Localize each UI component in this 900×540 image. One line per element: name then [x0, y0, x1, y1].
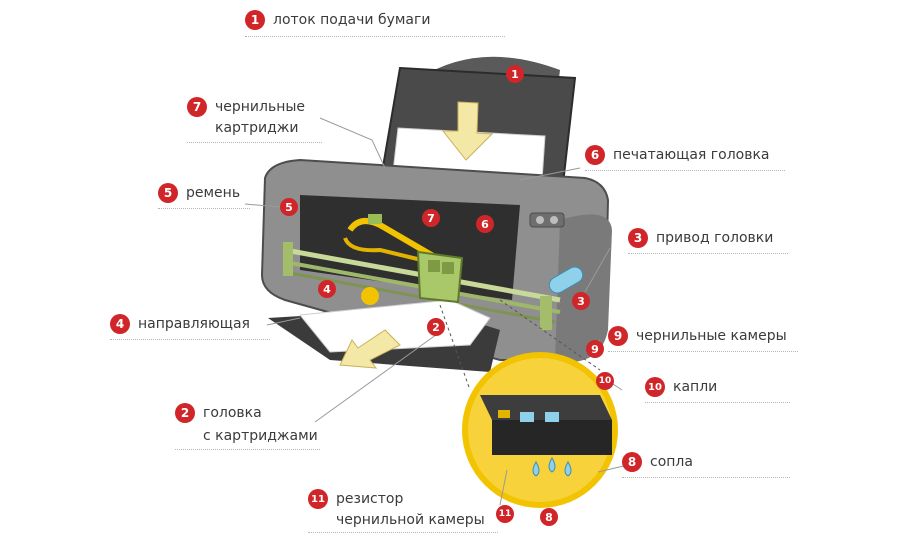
- printer-side: [555, 214, 612, 362]
- label-number: 6: [585, 145, 605, 165]
- head-drive: [548, 266, 584, 294]
- label-number: 5: [158, 183, 178, 203]
- label-text: чернильные: [215, 99, 306, 115]
- label-resistor-line2: чернильной камеры: [336, 512, 485, 528]
- label-text: направляющая: [138, 316, 250, 332]
- label-print-head: 6 печатающая головка: [585, 142, 770, 168]
- marker-2: 2: [427, 318, 445, 336]
- underline: [622, 477, 790, 478]
- label-text: резистор: [336, 491, 404, 507]
- marker-1: 1: [506, 65, 524, 83]
- rail-end-left: [283, 242, 293, 276]
- label-text: чернильные камеры: [636, 328, 787, 344]
- label-text: лоток подачи бумаги: [273, 12, 431, 28]
- underline: [628, 253, 788, 254]
- resume-button: [550, 216, 558, 224]
- marker-11: 11: [496, 505, 514, 523]
- marker-6: 6: [476, 215, 494, 233]
- label-paper-tray: 1 лоток подачи бумаги: [245, 7, 430, 33]
- print-head-carriage: [416, 250, 464, 304]
- marker-10: 10: [596, 372, 614, 390]
- label-text: капли: [673, 379, 718, 395]
- label-number: 1: [245, 10, 265, 30]
- underline: [585, 170, 785, 171]
- label-text: привод головки: [656, 230, 774, 246]
- label-text: головка: [203, 405, 262, 421]
- cartridge-slot-b: [442, 262, 454, 274]
- zoom-detail: [480, 395, 612, 477]
- label-number: 7: [187, 97, 207, 117]
- output-arrow: [339, 329, 401, 369]
- label-number: 9: [608, 326, 628, 346]
- marker-3: 3: [572, 292, 590, 310]
- label-number: 11: [308, 489, 328, 509]
- label-drops: 10 капли: [645, 374, 717, 400]
- underline: [608, 351, 798, 352]
- label-head-drive: 3 привод головки: [628, 225, 773, 251]
- marker-4: 4: [318, 280, 336, 298]
- underline: [175, 449, 320, 450]
- label-text: ремень: [186, 185, 241, 201]
- marker-5: 5: [280, 198, 298, 216]
- belt-pulley: [368, 214, 382, 224]
- underline: [110, 339, 270, 340]
- label-number: 10: [645, 377, 665, 397]
- label-head-with-cartridges-line2: с картриджами: [203, 428, 318, 444]
- cartridge-slot-a: [428, 260, 440, 272]
- rail-end-right: [540, 296, 552, 330]
- label-head-with-cartridges: 2 головка: [175, 400, 262, 426]
- leader-lines: [244, 117, 629, 506]
- marker-7: 7: [422, 209, 440, 227]
- zoom-line-right: [499, 299, 601, 371]
- label-resistor: 11 резистор: [308, 486, 403, 512]
- label-text: сопла: [650, 454, 693, 470]
- belt: [347, 218, 442, 263]
- label-number: 8: [622, 452, 642, 472]
- label-guide: 4 направляющая: [110, 311, 250, 337]
- label-text: печатающая головка: [613, 147, 770, 163]
- control-panel: [529, 212, 565, 228]
- label-ink-cartridges: 7 чернильные: [187, 94, 305, 120]
- belt-lower: [343, 237, 431, 264]
- label-number: 3: [628, 228, 648, 248]
- feed-arrow: [441, 101, 494, 161]
- label-ink-chambers: 9 чернильные камеры: [608, 323, 787, 349]
- underline: [187, 142, 322, 143]
- power-button: [536, 216, 544, 224]
- label-number: 2: [175, 403, 195, 423]
- label-number: 4: [110, 314, 130, 334]
- marker-9: 9: [586, 340, 604, 358]
- underline: [308, 532, 498, 533]
- label-belt: 5 ремень: [158, 180, 240, 206]
- marker-8: 8: [540, 508, 558, 526]
- label-nozzles: 8 сопла: [622, 449, 693, 475]
- underline: [245, 36, 505, 37]
- label-ink-cartridges-line2: картриджи: [215, 120, 299, 136]
- paper-sun: [361, 287, 379, 305]
- underline: [645, 402, 790, 403]
- underline: [158, 208, 250, 209]
